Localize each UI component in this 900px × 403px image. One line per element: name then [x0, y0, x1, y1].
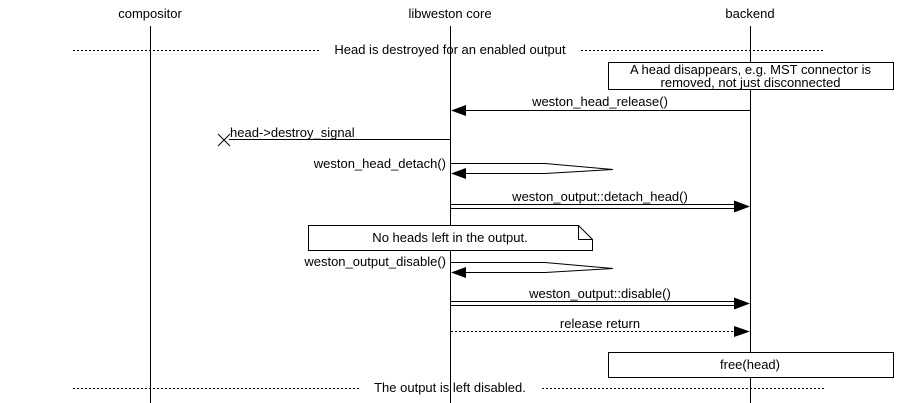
arrow-output-disable-method [451, 297, 750, 310]
message-label-detach-head: weston_output::detach_head() [512, 189, 688, 204]
divider-bottom-label: The output is left disabled. [374, 380, 526, 395]
arrow-release-return [451, 326, 750, 337]
note-no-heads-text: No heads left in the output. [372, 230, 528, 245]
box-free-head-text: free(head) [720, 357, 780, 372]
message-label-release-return: release return [559, 316, 641, 331]
note-no-heads-box [308, 225, 593, 251]
message-label-weston-head-release: weston_head_release() [532, 94, 668, 109]
note-head-disappears-box [608, 62, 894, 90]
box-free-head [608, 352, 894, 378]
divider-top-label: Head is destroyed for an enabled output [334, 42, 566, 57]
arrow-destroy-signal-lost [217, 133, 450, 147]
arrow-weston-head-detach-self [451, 163, 614, 179]
message-label-destroy-signal: head->destroy_signal [230, 125, 355, 140]
arrow-weston-output-disable-self [451, 262, 614, 278]
message-label-weston-head-detach: weston_head_detach() [313, 156, 446, 171]
message-label-output-disable-method: weston_output::disable() [529, 286, 671, 301]
note-head-disappears-line2: removed, not just disconnected [660, 75, 841, 90]
participant-label-libweston-core: libweston core [408, 6, 492, 21]
participant-label-compositor: compositor [118, 6, 182, 21]
message-label-weston-output-disable: weston_output_disable() [304, 254, 446, 269]
participant-label-backend: backend [725, 6, 775, 21]
arrow-detach-head [451, 200, 750, 213]
note-head-disappears-line1: A head disappears, e.g. MST connector is [629, 62, 872, 77]
arrow-weston-head-release [451, 105, 750, 116]
note-head-disappears-text: A head disappears, e.g. MST connector is… [608, 63, 893, 89]
